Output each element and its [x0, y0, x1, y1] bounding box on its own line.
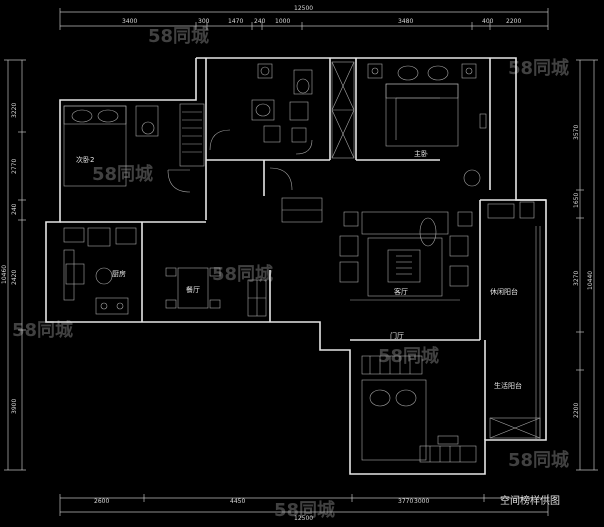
caption: 空间榜样供图 — [500, 494, 560, 507]
dim-left-1: 3220 — [11, 103, 18, 118]
label-kitchen: 厨房 — [112, 269, 126, 278]
dim-right-1: 3570 — [573, 125, 580, 140]
watermark: 58同城 — [92, 163, 153, 185]
lower-bedroom-furniture — [361, 355, 477, 463]
dim-bottom-4: 3000 — [414, 498, 429, 505]
dim-top-4: 240 — [254, 18, 266, 25]
kitchen-fixtures — [63, 227, 137, 315]
bedroom2-furniture — [63, 105, 191, 193]
dim-bottom-2: 4450 — [230, 498, 245, 505]
top-dimensions: 12500 3400 300 1470 240 1000 3480 400 22… — [59, 5, 549, 30]
watermark: 58同城 — [212, 263, 273, 285]
dim-left-5: 3900 — [11, 399, 18, 414]
dim-left-4: 2420 — [11, 270, 18, 285]
label-dining: 餐厅 — [186, 285, 200, 294]
dim-left-2: 2770 — [11, 159, 18, 174]
dim-bottom-3: 3770 — [398, 498, 413, 505]
dining-furniture — [165, 267, 267, 317]
label-living: 客厅 — [394, 287, 408, 296]
right-dimensions: 3570 1650 3270 2200 10440 — [573, 59, 598, 471]
dim-top-5: 1000 — [275, 18, 290, 25]
dim-top-8: 2200 — [506, 18, 521, 25]
watermarks: 58同城 58同城 58同城 58同城 58同城 58同城 58同城 58同城 — [12, 25, 569, 521]
dim-top-6: 3480 — [398, 18, 413, 25]
master-cabinets — [331, 61, 355, 159]
dim-top-total: 12500 — [294, 5, 313, 12]
left-dimensions: 3220 2770 240 2420 3900 10460 — [1, 59, 26, 471]
label-living-balcony: 生活阳台 — [494, 381, 522, 390]
dim-top-7: 400 — [482, 18, 494, 25]
balcony-furniture — [487, 201, 535, 219]
dim-top-1: 3400 — [122, 18, 137, 25]
dim-right-2: 1650 — [573, 193, 580, 208]
watermark: 58同城 — [148, 25, 209, 47]
label-hall: 门厅 — [390, 331, 404, 340]
label-secondary-bedroom: 次卧2 — [76, 155, 94, 164]
dim-bottom-1: 2600 — [94, 498, 109, 505]
bathroom-fixtures — [209, 63, 313, 155]
hall-cabinet — [269, 167, 323, 223]
living-furniture — [339, 211, 473, 301]
wardrobe — [179, 103, 205, 167]
watermark: 58同城 — [274, 499, 335, 521]
room-labels: 次卧2 主卧 厨房 餐厅 客厅 休闲阳台 生活阳台 门厅 — [76, 149, 522, 390]
living-balcony-furniture — [489, 226, 541, 440]
dim-right-4: 2200 — [573, 403, 580, 418]
dim-right-3: 3270 — [573, 271, 580, 286]
dim-top-3: 1470 — [228, 18, 243, 25]
watermark: 58同城 — [508, 57, 569, 79]
dim-right-total: 10440 — [587, 271, 594, 290]
label-leisure-balcony: 休闲阳台 — [490, 287, 518, 296]
watermark: 58同城 — [508, 449, 569, 471]
master-bed — [367, 63, 487, 187]
dim-top-2: 300 — [198, 18, 210, 25]
dim-bottom-total: 12500 — [294, 515, 313, 522]
watermark: 58同城 — [12, 319, 73, 341]
dim-left-3: 240 — [11, 203, 18, 215]
label-master-bedroom: 主卧 — [414, 149, 428, 158]
bottom-dimensions: 2600 4450 3770 3000 12500 — [59, 494, 549, 522]
dim-left-total: 10460 — [1, 265, 8, 284]
walls — [45, 57, 547, 475]
